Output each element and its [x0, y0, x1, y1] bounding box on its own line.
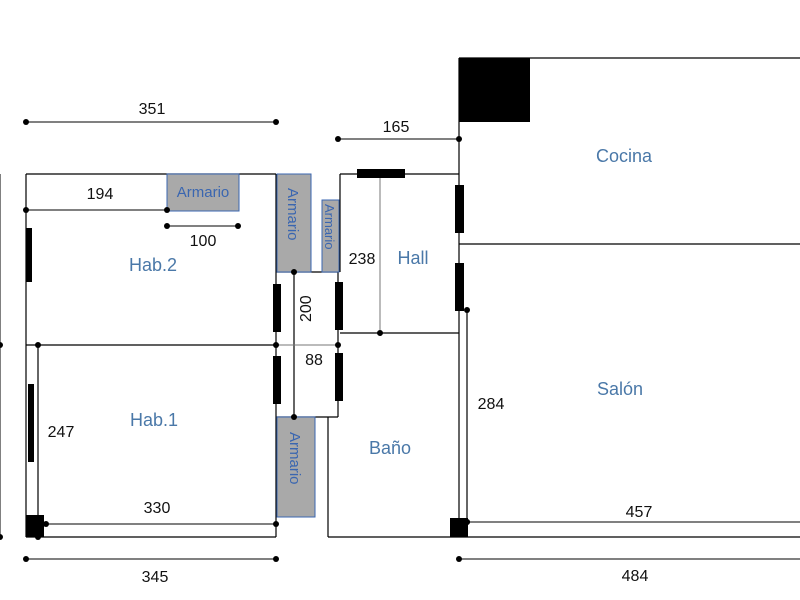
room-salon: Salón — [597, 379, 643, 399]
wardrobes: Armario Armario Armario Armario — [166, 173, 340, 518]
wardrobe-vertical-left-label: Armario — [284, 188, 301, 241]
room-hall: Hall — [397, 248, 428, 268]
wardrobe-top — [166, 173, 240, 212]
corridor-walls — [276, 271, 339, 418]
column-block — [459, 58, 530, 122]
room-hab2: Hab.2 — [129, 255, 177, 275]
dimension-labels: 351 165 194 100 238 200 88 247 330 284 4… — [48, 101, 653, 586]
door-hab1 — [273, 356, 281, 404]
window-hab2 — [26, 228, 32, 282]
left-edge-marks — [0, 174, 3, 540]
door-salon — [455, 263, 464, 311]
dim-hall-width: 165 — [383, 119, 410, 136]
dim-corridor-height: 200 — [298, 295, 315, 322]
door-hab2 — [273, 284, 281, 332]
doors — [26, 169, 468, 537]
dim-wardrobe-width: 100 — [190, 233, 217, 250]
dim-hab1-width: 330 — [144, 500, 171, 517]
door-bano — [335, 353, 343, 401]
door-hall — [335, 282, 343, 330]
dim-corridor-width: 88 — [305, 352, 323, 369]
dim-top-left-width: 351 — [139, 101, 166, 118]
dim-hall-height: 238 — [349, 251, 376, 268]
dim-salon-width: 457 — [626, 504, 653, 521]
dimension-lines — [23, 119, 800, 562]
room-bano: Baño — [369, 438, 411, 458]
wardrobe-vertical-small — [321, 199, 340, 273]
wardrobe-bottom-label: Armario — [286, 432, 303, 485]
room-cocina: Cocina — [596, 146, 653, 166]
right-block-walls — [458, 57, 800, 538]
dim-hab1-height: 247 — [48, 424, 75, 441]
dim-bottom-left-width: 345 — [142, 569, 169, 586]
room-hab1: Hab.1 — [130, 410, 178, 430]
door-cocina — [455, 185, 464, 233]
wardrobe-vertical-left — [276, 173, 312, 273]
dim-hab2-inner: 194 — [87, 186, 114, 203]
center-block-walls — [327, 173, 459, 538]
wardrobe-vertical-small-label: Armario — [322, 204, 337, 250]
room-labels: Hab.2 Hab.1 Hall Baño Cocina Salón — [129, 146, 653, 458]
corner-hab1 — [26, 515, 44, 537]
window-hab1 — [28, 384, 34, 462]
wardrobe-top-label: Armario — [177, 184, 230, 201]
dim-salon-height: 284 — [478, 396, 505, 413]
wardrobe-bottom — [276, 416, 316, 518]
dim-bottom-right-width: 484 — [622, 568, 649, 585]
corner-salon — [450, 518, 468, 537]
